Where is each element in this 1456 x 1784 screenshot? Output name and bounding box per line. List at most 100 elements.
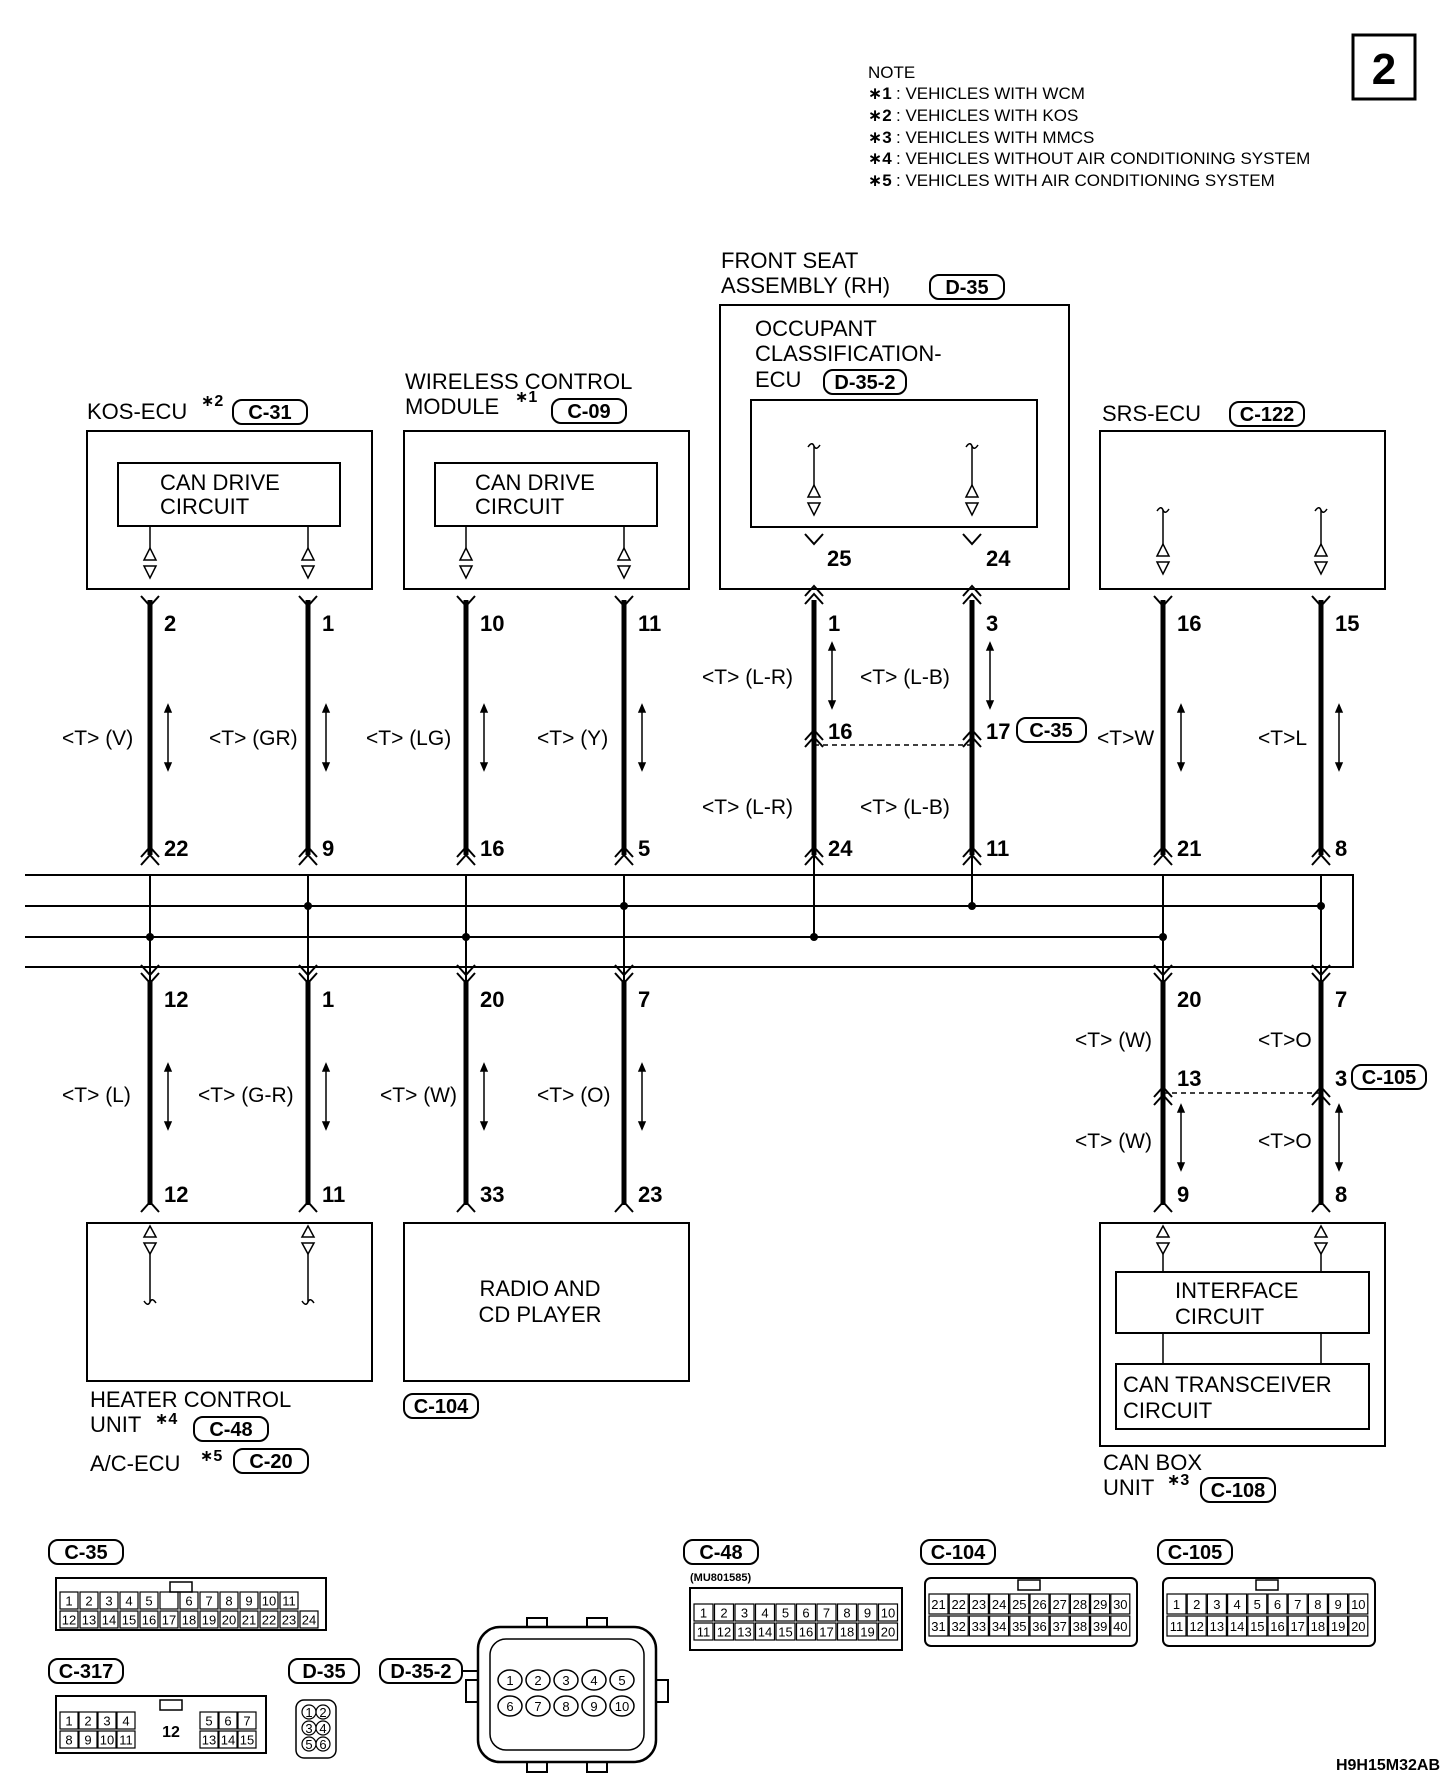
connector-pin-number: 1 [305, 1705, 312, 1720]
connector-cavity [948, 1593, 969, 1615]
pin-lo-bot-8: 8 [1335, 1182, 1347, 1207]
connector-cavity [237, 1730, 257, 1749]
connector-cavity [795, 1622, 817, 1641]
connector-cavity [775, 1622, 796, 1641]
kos-ecu-name: KOS-ECU [87, 399, 187, 424]
connector-cavity [754, 1622, 776, 1641]
connector-cavity [1186, 1593, 1207, 1615]
connector-pin-number: 14 [758, 1625, 772, 1640]
connector-cavity [1009, 1593, 1030, 1615]
connector-pin-number: 6 [506, 1699, 513, 1714]
occupant-connector: D-35-2 [834, 372, 895, 394]
connector-pin-number: 10 [100, 1733, 114, 1748]
connector-cavity [734, 1603, 755, 1622]
connector-cavity [299, 1610, 319, 1629]
connector-cavity [1110, 1615, 1131, 1637]
connector-pin-number: 23 [282, 1613, 296, 1628]
c317-center: 12 [162, 1724, 180, 1741]
signal-arrows-upper [163, 641, 1344, 772]
c105-label: C-105 [1168, 1542, 1222, 1564]
can-box-unit: INTERFACE CIRCUIT CAN TRANSCEIVER CIRCUI… [1099, 1222, 1386, 1503]
pin-lo-top-20b: 20 [1177, 987, 1201, 1012]
connector-cavity [279, 1610, 299, 1629]
connector-pin-number: 13 [1210, 1619, 1224, 1634]
connector-cavity [179, 1610, 199, 1629]
pin-bot-22: 22 [164, 836, 188, 861]
note-mark-5: ∗5 [868, 171, 892, 190]
connector-pin-number: 23 [972, 1597, 986, 1612]
mid-connector-c105: C-105 [1362, 1067, 1416, 1089]
connector-cavity [1327, 1593, 1349, 1615]
connector-cavity [1069, 1615, 1091, 1637]
connector-pin-number: 5 [1254, 1597, 1261, 1612]
srs-ecu-unit: SRS-ECU C-122 [1099, 401, 1386, 590]
connector-pin-number: 13 [202, 1733, 216, 1748]
wire-seat-lb-top: <T> (L-B) [860, 666, 950, 689]
pin-bot-21: 21 [1177, 836, 1201, 861]
front-seat-assembly-unit: FRONT SEAT ASSEMBLY (RH) D-35 OCCUPANT C… [719, 248, 1070, 590]
connector-pin-number: 2 [84, 1714, 91, 1729]
wire-can-o-bot: <T>O [1258, 1130, 1312, 1153]
connector-cavity [116, 1730, 136, 1749]
connector-pin-number: 15 [122, 1613, 136, 1628]
connector-cavity [1089, 1615, 1111, 1637]
connector-pin-number: 4 [1233, 1597, 1240, 1612]
connector-pin-number: 1 [700, 1606, 707, 1621]
heater-connector: C-48 [209, 1419, 252, 1441]
wcm-circuit-line2: CIRCUIT [475, 494, 564, 519]
connector-cavity [795, 1603, 817, 1622]
wire-kos-gr: <T> (GR) [209, 727, 298, 750]
connector-pin-number: 1 [506, 1673, 513, 1688]
pin-top-seat-1: 1 [828, 611, 840, 636]
connector-cavity [877, 1622, 899, 1641]
connector-pin-number: 9 [590, 1699, 597, 1714]
connector-pin-number: 40 [1113, 1619, 1127, 1634]
occupant-line1: OCCUPANT [755, 316, 877, 341]
connector-cavity [988, 1615, 1010, 1637]
connector-pin-number: 1 [65, 1594, 72, 1609]
connector-cavity [315, 1704, 331, 1720]
wire-radio-w: <T> (W) [380, 1084, 457, 1107]
connector-cavity [1348, 1593, 1369, 1615]
connector-pin-number: 11 [119, 1733, 133, 1748]
connector-cavity [1206, 1615, 1228, 1637]
connector-cavity [1307, 1615, 1329, 1637]
connector-pin-number: 7 [1294, 1597, 1301, 1612]
connector-cavity [836, 1622, 858, 1641]
d35-label: D-35 [302, 1661, 345, 1683]
connector-pin-number: 5 [145, 1594, 152, 1609]
pin-lo-bot-9: 9 [1177, 1182, 1189, 1207]
wcm-connector: C-09 [567, 401, 610, 423]
connector-pin-number: 36 [1032, 1619, 1046, 1634]
connector-pin-number: 2 [1193, 1597, 1200, 1612]
connector-pin-number: 6 [1274, 1597, 1281, 1612]
connector-pin-number: 9 [245, 1594, 252, 1609]
connector-pin-number: 2 [85, 1594, 92, 1609]
page-number: 2 [1372, 45, 1396, 94]
connector-cavity [525, 1695, 551, 1717]
connector-pin-number: 19 [860, 1625, 874, 1640]
pin-top-wcm-11: 11 [638, 611, 661, 636]
connector-cavity [315, 1720, 331, 1736]
connector-cavity [139, 1591, 159, 1610]
connector-pin-number: 27 [1052, 1597, 1066, 1612]
wire-can-o-top: <T>O [1258, 1029, 1312, 1052]
connector-pin-number: 3 [741, 1606, 748, 1621]
connector-pin-number: 12 [717, 1625, 731, 1640]
pin-top-wcm-10: 10 [480, 611, 504, 636]
pin-mid-17: 17 [986, 719, 1010, 744]
connector-cavity [139, 1610, 159, 1629]
wire-srs-w: <T>W [1097, 727, 1154, 750]
connector-cavity [1069, 1593, 1091, 1615]
connector-pin-number: 11 [1170, 1619, 1184, 1634]
connector-pin-number: 22 [951, 1597, 965, 1612]
transceiver-line2: CIRCUIT [1123, 1398, 1212, 1423]
wcm-mark: ∗1 [515, 389, 537, 406]
connector-cavity [119, 1591, 139, 1610]
connector-cavity [116, 1711, 136, 1730]
interface-line2: CIRCUIT [1175, 1304, 1264, 1329]
connector-cavity [525, 1669, 551, 1691]
